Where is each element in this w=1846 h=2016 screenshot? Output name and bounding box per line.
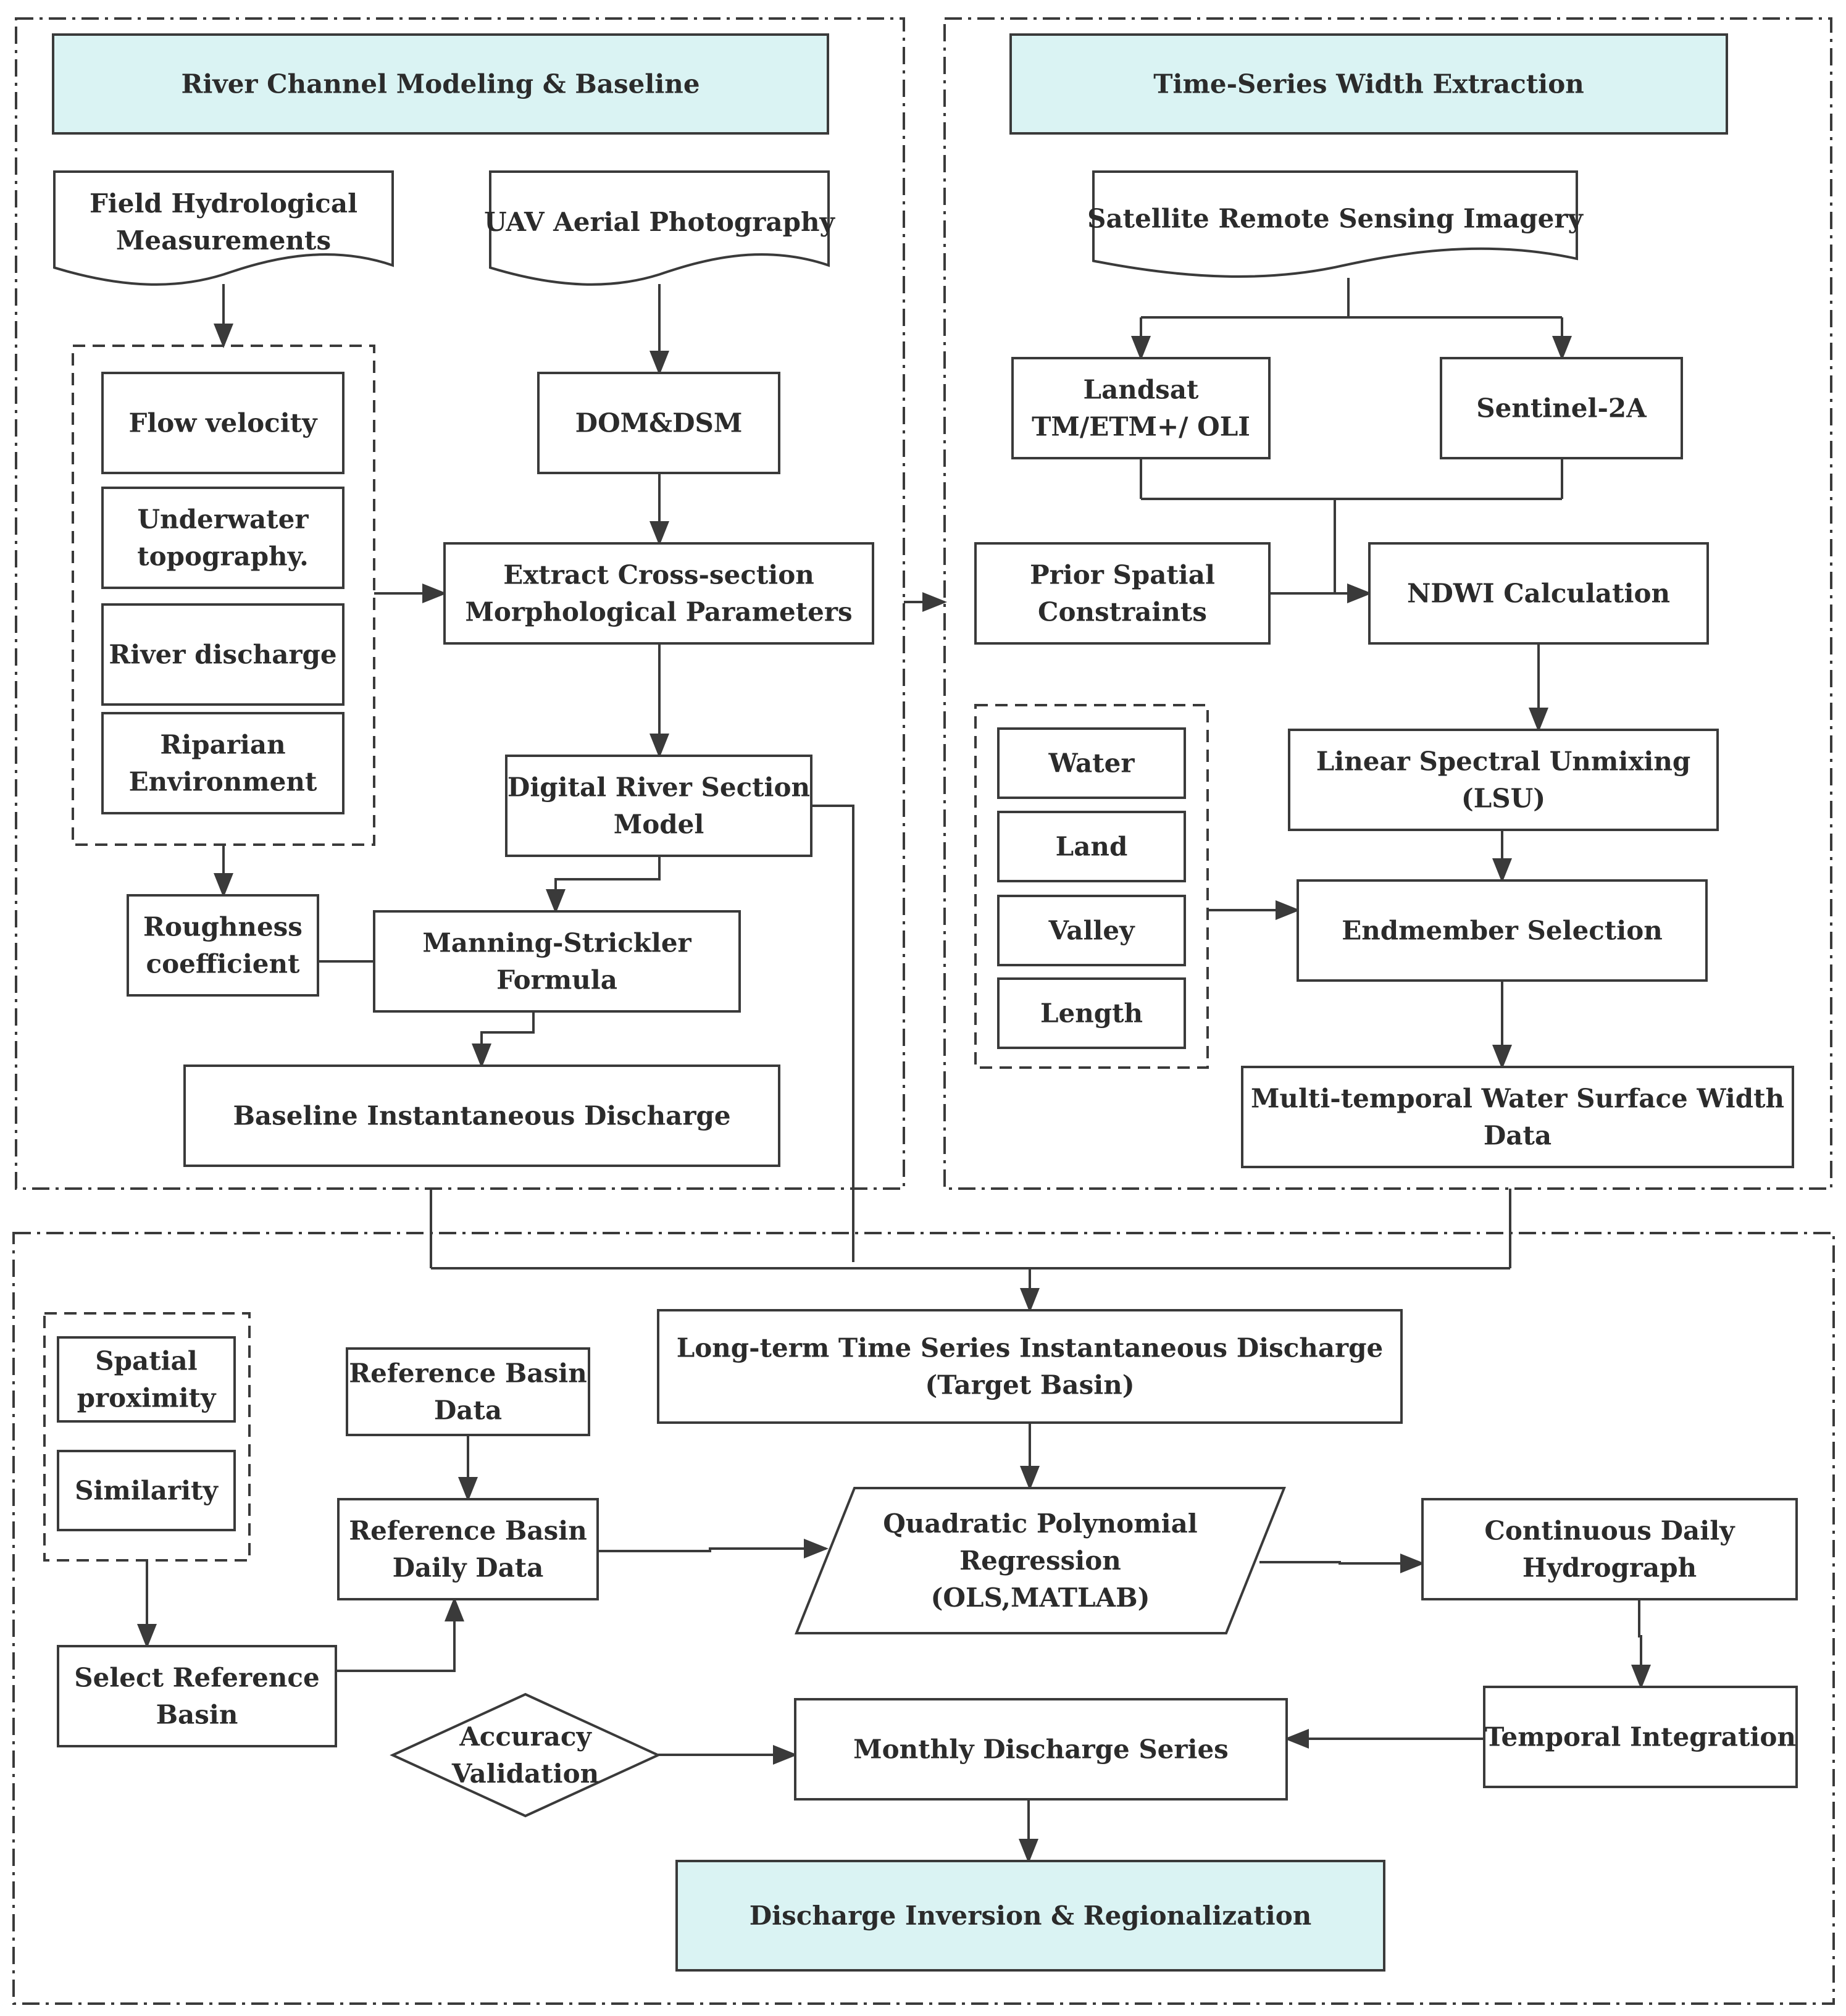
- box-length-label: Length: [1040, 998, 1143, 1029]
- group-endmember-classes: [974, 704, 1209, 1069]
- box-dom-dsm: DOM&DSM: [537, 372, 780, 474]
- box-monthly-discharge-series-label: Monthly Discharge Series: [853, 1734, 1229, 1765]
- box-monthly-discharge-series: Monthly Discharge Series: [794, 1698, 1288, 1801]
- box-land-label: Land: [1056, 832, 1128, 862]
- box-endmember-selection: Endmember Selection: [1297, 879, 1708, 982]
- frame-channel-modeling: [15, 17, 905, 1190]
- box-valley: Valley: [997, 895, 1186, 966]
- box-dom-dsm-label: DOM&DSM: [575, 408, 743, 438]
- box-river-discharge: River discharge: [101, 603, 345, 706]
- box-long-term-discharge: Long-term Time Series Instantaneous Disc…: [657, 1309, 1403, 1424]
- doc-satellite-remote-sensing-imagery-label: Satellite Remote Sensing Imagery: [1087, 203, 1584, 233]
- edge-continuous-to-temporal: [1631, 1599, 1651, 1689]
- box-similarity-label: Similarity: [75, 1476, 219, 1506]
- box-land: Land: [997, 811, 1186, 882]
- box-ndwi-calculation-label: NDWI Calculation: [1407, 579, 1670, 609]
- edge-merge-to-ndwi: [1334, 499, 1372, 603]
- box-linear-spectral-unmixing-label: Linear Spectral Unmixing(LSU): [1316, 747, 1690, 814]
- header-width-extraction: Time-Series Width Extraction: [1009, 33, 1728, 135]
- box-sentinel-2a: Sentinel-2A: [1440, 357, 1683, 459]
- box-baseline-instantaneous-discharge-label: Baseline Instantaneous Discharge: [233, 1101, 730, 1131]
- header-discharge-inversion: Discharge Inversion & Regionalization: [675, 1860, 1385, 1972]
- box-flow-velocity-label: Flow velocity: [129, 408, 319, 438]
- frame-width-extraction: [943, 17, 1832, 1190]
- box-baseline-instantaneous-discharge: Baseline Instantaneous Discharge: [183, 1064, 780, 1167]
- box-sentinel-2a-label: Sentinel-2A: [1476, 393, 1647, 424]
- box-flow-velocity: Flow velocity: [101, 372, 345, 474]
- box-linear-spectral-unmixing: Linear Spectral Unmixing(LSU): [1288, 729, 1719, 831]
- box-endmember-selection-label: Endmember Selection: [1342, 916, 1663, 946]
- header-discharge-inversion-label: Discharge Inversion & Regionalization: [750, 1901, 1312, 1931]
- doc-satellite-remote-sensing-imagery: Satellite Remote Sensing Imagery: [1087, 170, 1584, 278]
- edge-manning-to-baseline: [472, 1011, 535, 1068]
- doc-uav-aerial-photography-label: UAV Aerial Photography: [484, 207, 835, 237]
- box-water: Water: [997, 727, 1186, 799]
- box-similarity: Similarity: [57, 1450, 236, 1531]
- box-valley-label: Valley: [1048, 916, 1136, 946]
- box-ndwi-calculation: NDWI Calculation: [1368, 542, 1709, 645]
- box-river-discharge-label: River discharge: [109, 640, 336, 670]
- edge-refdaily-to-quad: [598, 1539, 829, 1558]
- edge-select-to-refdaily: [336, 1597, 464, 1672]
- frame-discharge-inversion: [12, 1232, 1835, 2005]
- doc-uav-aerial-photography: UAV Aerial Photography: [484, 170, 836, 286]
- header-channel-modeling-label: River Channel Modeling & Baseline: [181, 69, 700, 99]
- edge-digital-to-bus: [811, 805, 854, 1262]
- edge-digital-to-manning: [546, 856, 661, 914]
- box-temporal-integration: Temporal Integration: [1483, 1686, 1798, 1788]
- box-long-term-discharge-label: Long-term Time Series Instantaneous Disc…: [677, 1333, 1384, 1400]
- header-width-extraction-label: Time-Series Width Extraction: [1153, 69, 1584, 99]
- box-length: Length: [997, 977, 1186, 1049]
- box-temporal-integration-label: Temporal Integration: [1485, 1722, 1796, 1752]
- header-channel-modeling: River Channel Modeling & Baseline: [52, 33, 829, 135]
- box-water-label: Water: [1048, 748, 1135, 779]
- edge-quad-to-continuous: [1259, 1554, 1425, 1573]
